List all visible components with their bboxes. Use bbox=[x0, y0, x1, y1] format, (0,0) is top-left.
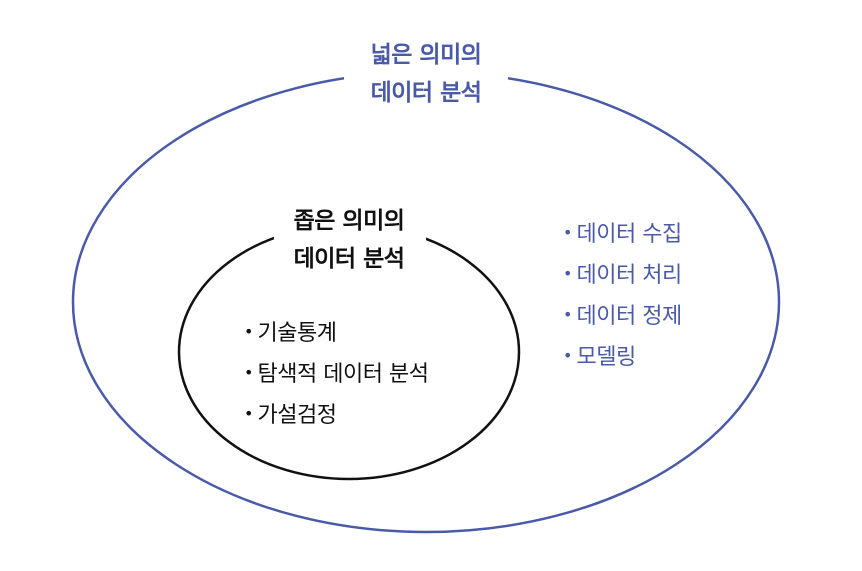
inner-list: 기술통계 탐색적 데이터 분석 가설검정 bbox=[244, 312, 429, 435]
list-item: 데이터 수집 bbox=[563, 213, 683, 254]
outer-title-gap bbox=[344, 55, 508, 85]
list-item: 가설검정 bbox=[244, 394, 428, 435]
outer-title-line1: 넓은 의미의 bbox=[370, 42, 482, 68]
outer-title: 넓은 의미의 데이터 분석 bbox=[326, 36, 526, 112]
inner-title-gap bbox=[274, 212, 426, 246]
inner-title-line1: 좁은 의미의 bbox=[293, 208, 405, 234]
list-item: 모델링 bbox=[563, 336, 682, 377]
inner-title-line2: 데이터 분석 bbox=[293, 246, 405, 272]
list-item: 탐색적 데이터 분석 bbox=[244, 353, 429, 394]
outer-list: 데이터 수집 데이터 처리 데이터 정제 모델링 bbox=[563, 213, 683, 377]
list-item: 데이터 처리 bbox=[563, 254, 683, 295]
outer-title-line2: 데이터 분석 bbox=[370, 80, 482, 106]
list-item: 기술통계 bbox=[244, 312, 428, 353]
inner-title: 좁은 의미의 데이터 분석 bbox=[249, 202, 449, 278]
list-item: 데이터 정제 bbox=[563, 295, 683, 336]
